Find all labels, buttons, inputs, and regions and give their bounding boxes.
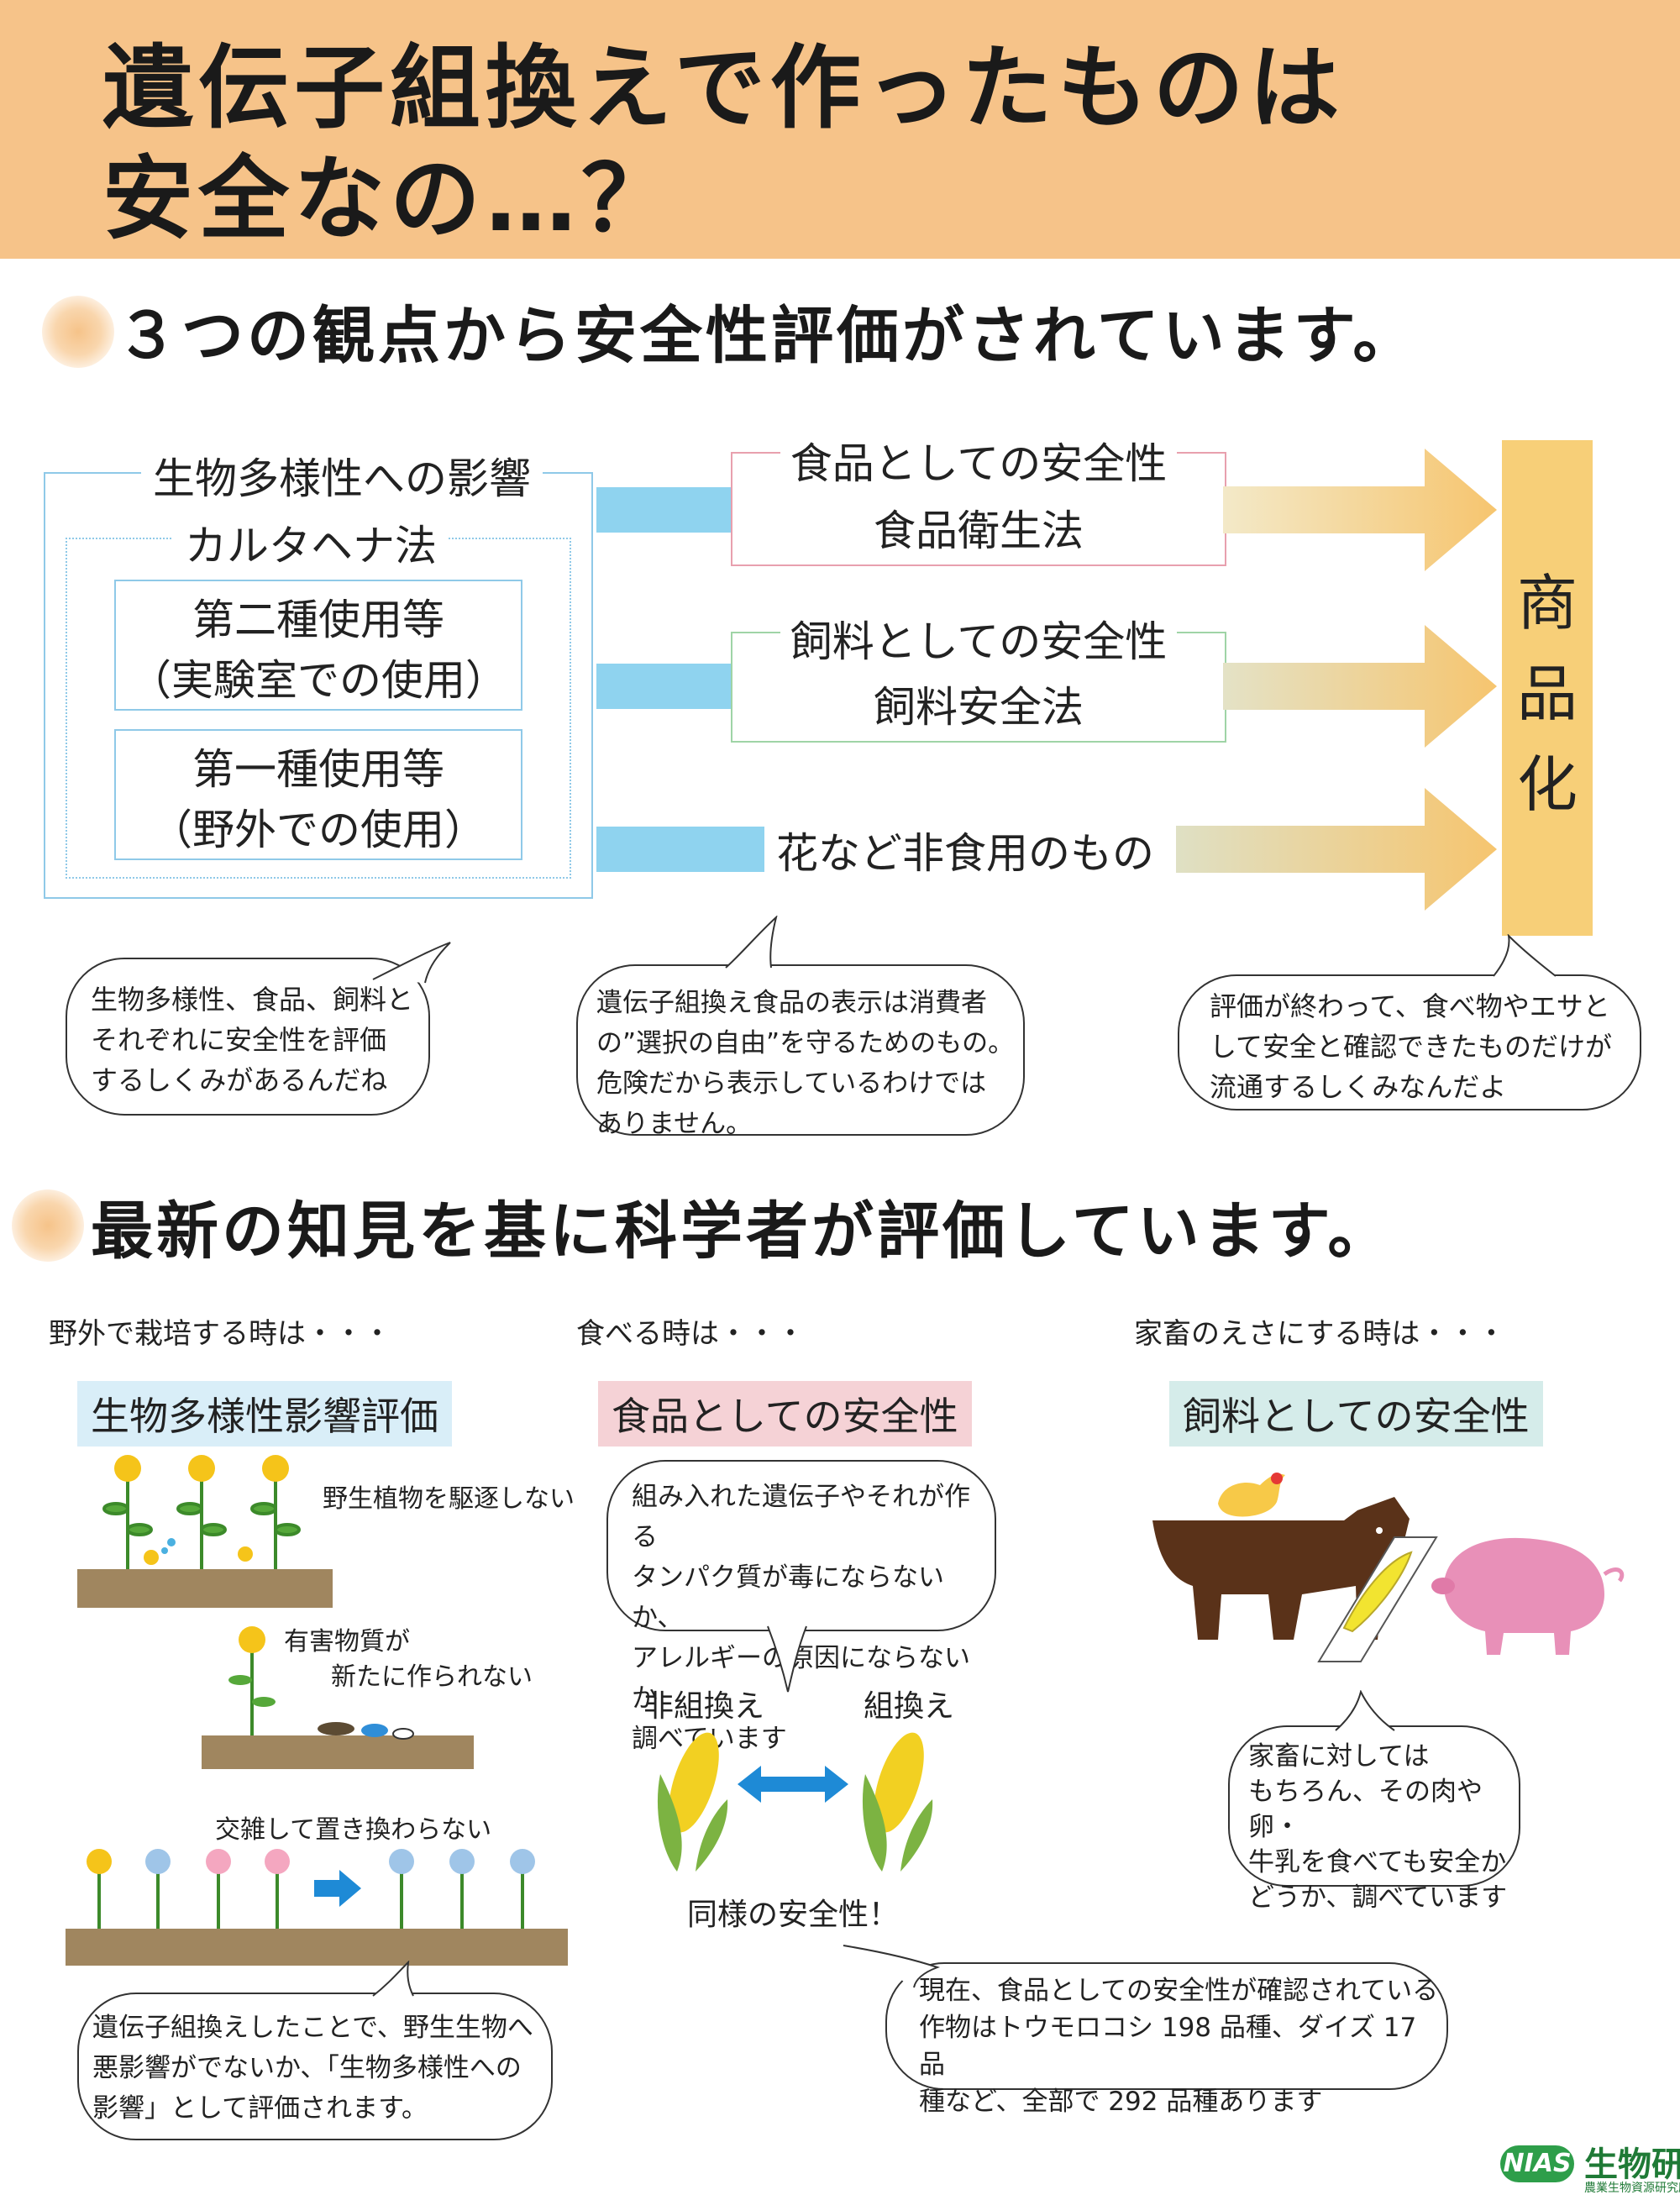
bubble-tail (767, 1625, 807, 1693)
commercialization-box: 商 品 化 (1502, 440, 1593, 936)
arrow-icon (1176, 788, 1497, 911)
corn-icon (657, 1732, 728, 1872)
section2-heading: 最新の知見を基に科学者が評価しています。 (91, 1195, 1394, 1268)
type1-use-box: 第一種使用等 （野外での使用） (114, 729, 522, 860)
col3-intro: 家畜のえさにする時は・・・ (1134, 1317, 1506, 1351)
org-subname: 農業生物資源研究所 (1584, 2182, 1680, 2195)
note-no-displace: 野生植物を駆逐しない (323, 1484, 575, 1514)
speech-bubble: 生物多様性、食品、飼料と それぞれに安全性を評価 するしくみがあるんだね (66, 958, 430, 1116)
type2-use-box: 第二種使用等 （実験室での使用） (114, 580, 522, 711)
col1-intro: 野外で栽培する時は・・・ (49, 1317, 391, 1351)
livestock-illustration (1152, 1473, 1625, 1662)
bubble-tail (1335, 1690, 1395, 1731)
page-title: 遺伝子組換えで作ったものは 安全なの…？ (102, 36, 1345, 252)
note-no-hybrid: 交雑して置き換わらない (215, 1815, 492, 1845)
org-name: 生物研 (1584, 2145, 1680, 2184)
col2-intro: 食べる時は・・・ (576, 1317, 805, 1351)
double-arrow-icon (738, 1766, 848, 1803)
feed-safety-tag: 飼料としての安全性 (1169, 1381, 1543, 1447)
bubble-tail (725, 916, 778, 969)
hybrid-replacement-illustration (66, 1849, 568, 1966)
nias-logo: NIAS (1500, 2145, 1574, 2182)
cartagena-label: カルタヘナ法 (173, 512, 449, 573)
note-no-harmful: 有害物質が 新たに作られない (284, 1627, 533, 1692)
feed-safety-box: 飼料としての安全性 飼料安全法 (731, 617, 1226, 743)
food-safety-tag: 食品としての安全性 (598, 1381, 972, 1447)
section1-heading: ３つの観点から安全性評価がされています。 (116, 300, 1419, 372)
label-non-gm: 非組換え (643, 1689, 765, 1724)
biodiversity-label: 生物多様性への影響 (141, 445, 543, 506)
plants-field-illustration (77, 1455, 333, 1608)
speech-bubble: 家畜に対しては もちろん、その肉や卵・ 牛乳を食べても安全か どうか、調べていま… (1228, 1725, 1520, 1913)
harmful-substance-illustration (202, 1626, 474, 1769)
bubble-tail (843, 1945, 940, 1988)
bubble-tail (1493, 934, 1557, 977)
speech-bubble: 現在、食品としての安全性が確認されている 作物はトウモロコシ 198 品種、ダイ… (885, 1962, 1448, 2117)
arrow-icon (1223, 449, 1497, 571)
bubble-tail (372, 1961, 414, 1997)
arrow-icon (1223, 625, 1497, 748)
same-safety-label: 同様の安全性！ (687, 1898, 900, 1932)
speech-bubble: 遺伝子組換え食品の表示は消費者 の”選択の自由”を守るためのもの。 危険だから表… (576, 964, 1025, 1139)
bullet-icon (12, 1189, 84, 1262)
speech-bubble: 組み入れた遺伝子やそれが作る タンパク質が毒にならないか、 アレルギーの原因にな… (606, 1460, 996, 1754)
connector-bar (596, 827, 764, 872)
food-safety-box: 食品としての安全性 食品衛生法 (731, 439, 1226, 566)
bubble-tail (372, 942, 451, 984)
corn-icon (862, 1732, 933, 1872)
nonfood-label: 花など非食用のもの (776, 829, 1154, 878)
speech-bubble: 遺伝子組換えしたことで、野生生物へ 悪影響がでないか、「生物多様性への 影響」と… (77, 1993, 553, 2140)
biodiversity-tag: 生物多様性影響評価 (77, 1381, 452, 1447)
header-banner (0, 0, 1680, 259)
label-gm: 組換え (864, 1689, 955, 1724)
connector-bar (596, 487, 731, 533)
speech-bubble: 評価が終わって、食べ物やエサと して安全と確認できたものだけが 流通するしくみな… (1178, 974, 1641, 1111)
connector-bar (596, 664, 731, 709)
bullet-icon (42, 296, 114, 368)
